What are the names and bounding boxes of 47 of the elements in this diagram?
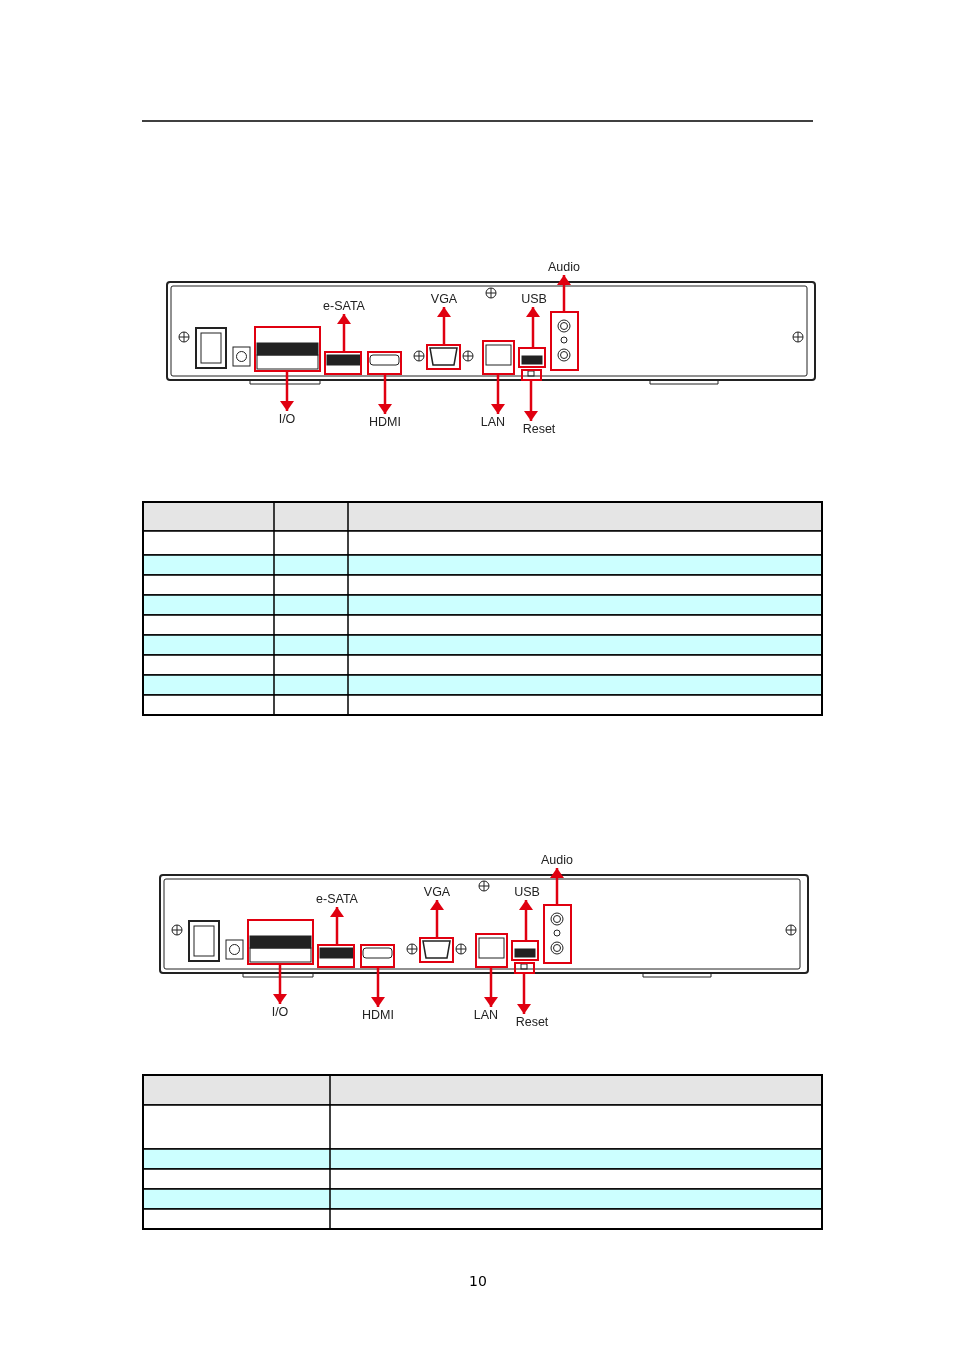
callout-label: I/O	[255, 411, 319, 427]
port-highlight	[317, 944, 355, 968]
arrow	[273, 965, 287, 1004]
callout-label: USB	[495, 884, 559, 900]
port-highlight	[360, 944, 395, 968]
callout-label: e-SATA	[305, 891, 369, 907]
arrow	[330, 907, 344, 944]
arrow	[437, 307, 451, 344]
arrow	[519, 900, 533, 940]
port-highlight	[426, 344, 461, 370]
arrow	[491, 375, 505, 414]
port-highlight	[247, 919, 314, 965]
port-highlight	[550, 311, 579, 371]
callout-label: Audio	[525, 852, 589, 868]
callout-label: HDMI	[346, 1007, 410, 1023]
port-highlight	[367, 351, 402, 375]
port-highlight	[543, 904, 572, 964]
port-highlight	[475, 933, 508, 968]
callout-label: HDMI	[353, 414, 417, 430]
callout-label: Audio	[532, 259, 596, 275]
port-highlight	[514, 962, 535, 974]
callout-label: e-SATA	[312, 298, 376, 314]
arrow	[371, 968, 385, 1007]
port-highlight	[521, 369, 542, 381]
arrow	[550, 868, 564, 904]
port-highlight	[254, 326, 321, 372]
port-highlight	[324, 351, 362, 375]
port-highlight	[482, 340, 515, 375]
port-highlight	[518, 347, 546, 368]
arrow	[524, 381, 538, 421]
arrow	[378, 375, 392, 414]
callout-label: VGA	[405, 884, 469, 900]
port-highlight	[511, 940, 539, 961]
arrow	[526, 307, 540, 347]
page-number: 10	[469, 1273, 487, 1289]
arrow	[517, 974, 531, 1014]
arrow	[280, 372, 294, 411]
arrow	[557, 275, 571, 311]
callout-label: I/O	[248, 1004, 312, 1020]
arrow	[484, 968, 498, 1007]
callout-label: Reset	[507, 421, 571, 437]
callout-label: VGA	[412, 291, 476, 307]
arrow	[337, 314, 351, 351]
callout-label: USB	[502, 291, 566, 307]
port-highlight	[419, 937, 454, 963]
callout-label: Reset	[500, 1014, 564, 1030]
arrow	[430, 900, 444, 937]
